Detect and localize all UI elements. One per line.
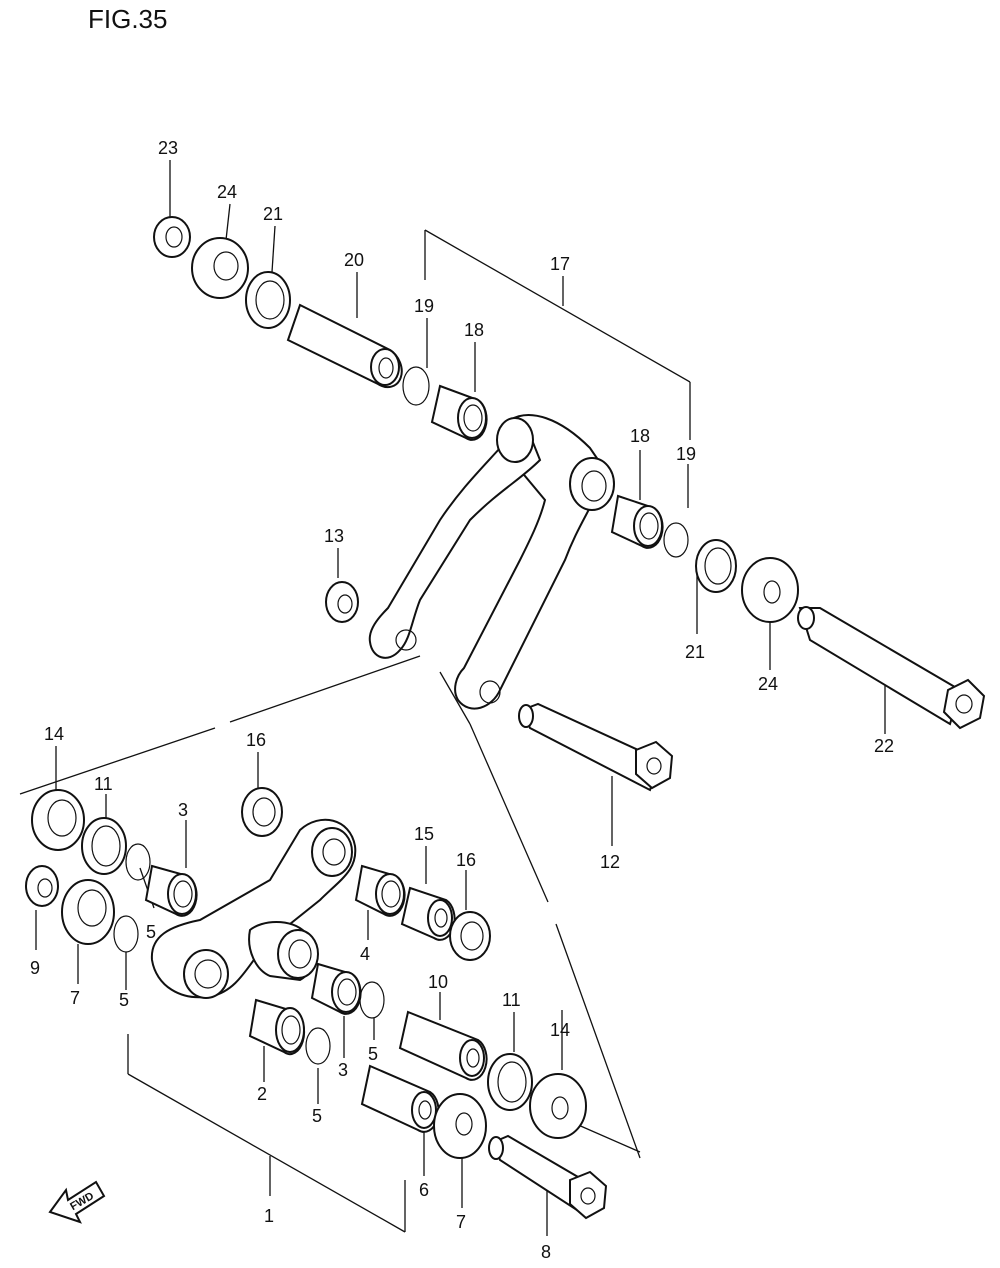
part-11-oil-seal-left bbox=[81, 817, 127, 875]
part-17-cushion-lever-arm bbox=[368, 414, 615, 710]
part-19-circlip-left bbox=[402, 366, 430, 406]
callout-5: 5 bbox=[119, 990, 129, 1010]
callout-24: 24 bbox=[758, 674, 778, 694]
part-15-spacer bbox=[400, 886, 456, 941]
part-7-washer-right bbox=[433, 1093, 487, 1159]
callout-3: 3 bbox=[178, 800, 188, 820]
part-5-circlip-c bbox=[359, 981, 385, 1019]
callout-7: 7 bbox=[70, 988, 80, 1008]
callout-14: 14 bbox=[44, 724, 64, 744]
callout-16: 16 bbox=[246, 730, 266, 750]
part-18-bearing-left bbox=[430, 384, 488, 441]
callout-18: 18 bbox=[630, 426, 650, 446]
callout-9: 9 bbox=[30, 958, 40, 978]
part-14-washer-right bbox=[529, 1073, 587, 1139]
callout-19: 19 bbox=[676, 444, 696, 464]
part-14-washer-left bbox=[31, 789, 85, 851]
callout-7: 7 bbox=[456, 1212, 466, 1232]
part-16-dust-seal-upper bbox=[241, 787, 283, 837]
callout-5: 5 bbox=[146, 922, 156, 942]
callout-1: 1 bbox=[264, 1206, 274, 1226]
callout-16: 16 bbox=[456, 850, 476, 870]
part-9-flange-nut bbox=[25, 865, 59, 907]
callout-labels: 23 24 21 20 19 17 18 18 19 13 21 24 22 1… bbox=[30, 138, 894, 1262]
callout-13: 13 bbox=[324, 526, 344, 546]
part-21-oil-seal-upper-left bbox=[245, 271, 291, 329]
callout-15: 15 bbox=[414, 824, 434, 844]
callout-23: 23 bbox=[158, 138, 178, 158]
part-16-dust-seal-lower bbox=[449, 911, 491, 961]
leader-lines-lower bbox=[35, 746, 641, 1236]
callout-5: 5 bbox=[312, 1106, 322, 1126]
part-21-oil-seal-right bbox=[695, 539, 737, 593]
callout-18: 18 bbox=[464, 320, 484, 340]
callout-6: 6 bbox=[419, 1180, 429, 1200]
callout-19: 19 bbox=[414, 296, 434, 316]
callout-8: 8 bbox=[541, 1242, 551, 1262]
leader-lines-upper bbox=[19, 160, 886, 1159]
callout-22: 22 bbox=[874, 736, 894, 756]
part-4-bearing bbox=[354, 864, 406, 917]
part-3-bearing-lower bbox=[310, 962, 362, 1015]
callout-11: 11 bbox=[94, 774, 113, 794]
part-5-circlip-d bbox=[305, 1027, 331, 1065]
part-18-bearing-right bbox=[610, 494, 664, 549]
part-8-bolt bbox=[488, 1134, 608, 1220]
part-19-circlip-right bbox=[663, 522, 689, 558]
callout-5: 5 bbox=[368, 1044, 378, 1064]
callout-14: 14 bbox=[550, 1020, 570, 1040]
part-10-spacer-tube bbox=[398, 1010, 488, 1081]
callout-3: 3 bbox=[338, 1060, 348, 1080]
part-12-bolt bbox=[518, 702, 674, 792]
part-23-flange-nut bbox=[153, 216, 191, 258]
part-2-bearing bbox=[248, 998, 306, 1056]
callout-24: 24 bbox=[217, 182, 237, 202]
callout-21: 21 bbox=[685, 642, 705, 662]
part-20-spacer-tube bbox=[286, 303, 403, 389]
callout-12: 12 bbox=[600, 852, 620, 872]
figure-title: FIG.35 bbox=[88, 4, 168, 34]
part-3-bearing-upper bbox=[144, 864, 198, 917]
part-24-washer-upper-left bbox=[191, 237, 249, 299]
part-22-bolt bbox=[797, 606, 986, 730]
part-5-circlip-a bbox=[125, 843, 151, 881]
part-5-circlip-b bbox=[113, 915, 139, 953]
callout-11: 11 bbox=[502, 990, 521, 1010]
part-13-flange-nut bbox=[325, 581, 359, 623]
callout-4: 4 bbox=[360, 944, 370, 964]
callout-20: 20 bbox=[344, 250, 364, 270]
part-6-spacer-tube bbox=[360, 1064, 440, 1133]
callout-17: 17 bbox=[550, 254, 570, 274]
callout-10: 10 bbox=[428, 972, 448, 992]
callout-2: 2 bbox=[257, 1084, 267, 1104]
callout-21: 21 bbox=[263, 204, 283, 224]
part-11-oil-seal-right bbox=[487, 1053, 533, 1111]
part-7-washer-left bbox=[61, 879, 115, 945]
part-1-cushion-lever bbox=[150, 818, 357, 999]
forward-direction-arrow-icon: FWD bbox=[48, 1180, 106, 1224]
part-24-washer-right bbox=[741, 557, 799, 623]
